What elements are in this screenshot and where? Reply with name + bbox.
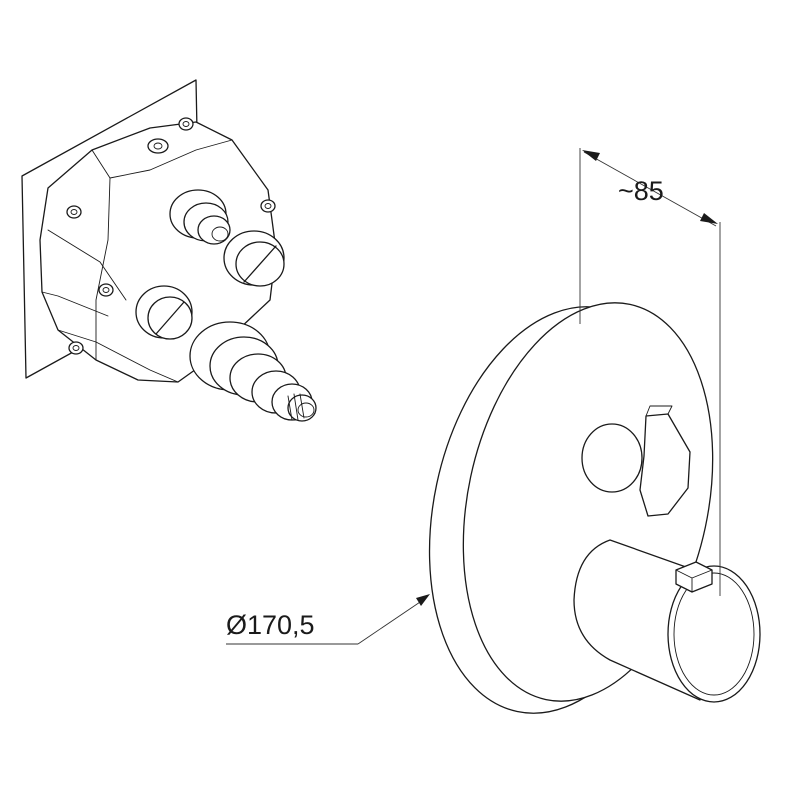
upper-fitting	[169, 189, 231, 245]
depth-dimension: ~85	[579, 148, 721, 596]
slotted-plug-upper	[223, 230, 285, 287]
mounting-bolts	[66, 117, 276, 355]
top-hole	[147, 138, 169, 154]
diameter-label: Ø170,5	[226, 610, 315, 640]
diameter-dimension: Ø170,5	[226, 594, 430, 645]
thermostat-knob	[573, 539, 761, 703]
valve-body	[21, 79, 317, 422]
cartridge	[189, 321, 317, 422]
slotted-plug-left	[135, 285, 193, 340]
trim-assembly	[428, 302, 761, 714]
diverter-lever	[581, 405, 691, 517]
depth-label: ~85	[618, 176, 664, 206]
